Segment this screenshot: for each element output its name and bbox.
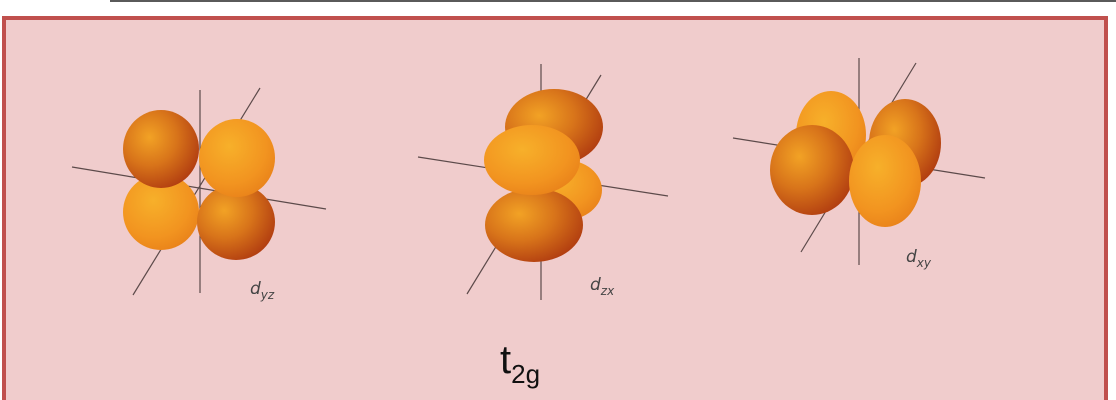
lobe-dyz-upper-left bbox=[123, 110, 199, 188]
axes-dyz bbox=[71, 87, 327, 296]
lobe-dyz-upper-right bbox=[199, 119, 275, 197]
group-label-t2g: t2g bbox=[500, 338, 540, 389]
top-rule bbox=[110, 0, 1116, 2]
lobe-dxy-front-right bbox=[849, 135, 921, 227]
lobe-dzx-bottom bbox=[485, 188, 583, 262]
label-dxy: dxy bbox=[906, 247, 932, 270]
label-dzx: dzx bbox=[590, 275, 615, 298]
orbital-dzx: dzx bbox=[417, 64, 669, 300]
lobe-dzx-front-left bbox=[484, 125, 580, 195]
label-dyz: dyz bbox=[250, 279, 275, 302]
lobe-dyz-lower-left bbox=[123, 174, 199, 250]
lobe-dyz-lower-right bbox=[197, 184, 275, 260]
orbital-dyz: dyz bbox=[71, 87, 327, 302]
orbital-dxy: dxy bbox=[732, 58, 986, 270]
lobe-dxy-front-left bbox=[770, 125, 854, 215]
